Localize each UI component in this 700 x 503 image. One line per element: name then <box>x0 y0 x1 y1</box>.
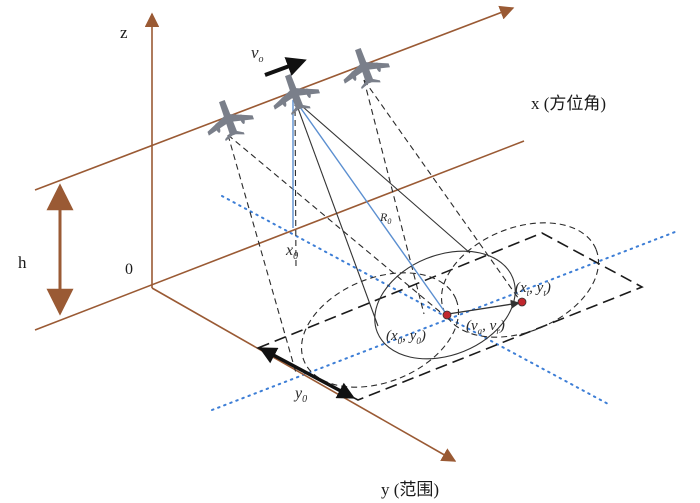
z-axis-label: z <box>120 23 128 42</box>
x0-label: x0 <box>285 242 298 262</box>
height-label: h <box>18 253 27 272</box>
initial-position-label: (x0, y0) <box>386 328 426 346</box>
aircraft-icon <box>335 40 394 94</box>
slant-range-line <box>294 99 448 316</box>
beam-cone <box>294 99 471 327</box>
target-position-label: (xt, yt) <box>515 280 551 298</box>
slant-range-label: R0 <box>379 210 391 226</box>
origin-label: 0 <box>125 261 133 278</box>
velocity-arrow-icon <box>264 57 307 77</box>
dashed-projection-lines <box>227 79 522 374</box>
velocity-label: vo <box>251 43 264 65</box>
ground-line-dotted-2 <box>211 231 676 411</box>
flight-path-line <box>34 5 515 191</box>
x-axis-label: x (方位角) <box>531 94 606 113</box>
footprint-ellipse-current <box>374 250 516 360</box>
y0-label: y0 <box>293 385 307 405</box>
aircraft-icon <box>265 66 324 120</box>
x-axis <box>34 140 525 331</box>
ground-line-dotted-1 <box>221 195 611 406</box>
aircraft-icon <box>199 92 258 146</box>
target-velocity-label: (va, vr) <box>466 318 505 336</box>
target-point-current <box>517 297 527 307</box>
footprint-ellipse-start <box>300 272 460 388</box>
y-axis-label: y (范围) <box>381 480 439 499</box>
target-motion-arrow <box>447 299 520 315</box>
target-point-initial <box>442 310 452 320</box>
y-axis <box>151 287 457 462</box>
swath-width-arrow <box>258 347 356 399</box>
